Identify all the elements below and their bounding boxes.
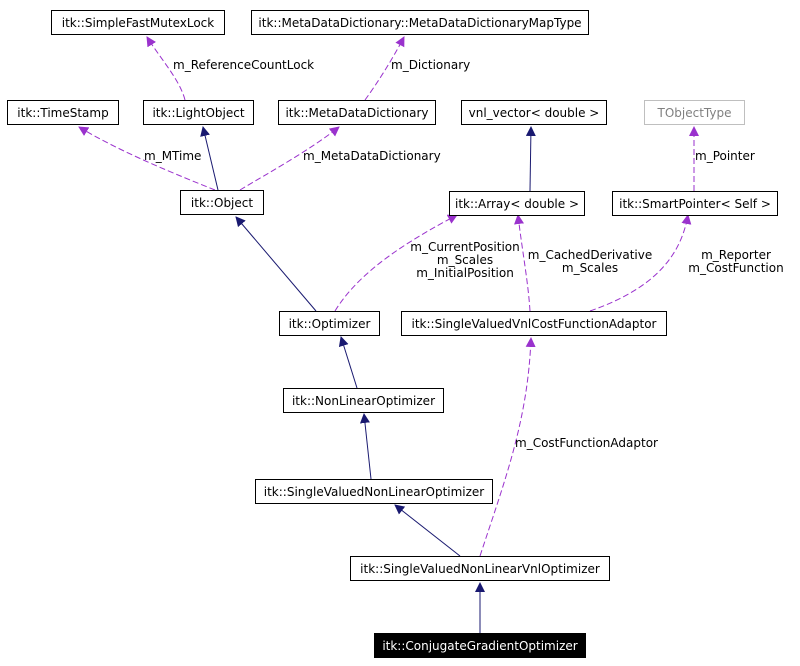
label-initial-position: m_InitialPosition [416,266,514,280]
edge-reporter [589,214,692,312]
node-meta-data-dictionary[interactable]: itk::MetaDataDictionary [278,100,436,125]
label-array-members-right: m_CachedDerivative m_Scales [526,249,654,275]
edge-mtime [78,126,216,191]
node-single-valued-vnl-cost-function-adaptor[interactable]: itk::SingleValuedVnlCostFunctionAdaptor [401,311,667,336]
edge-optimizer-object [235,216,317,312]
label-cost-function: m_CostFunction [688,261,784,275]
label-cost-function-adaptor: m_CostFunctionAdaptor [515,436,658,450]
label-array-members-left: m_CurrentPosition m_Scales m_InitialPosi… [410,241,520,280]
edge-reference-count-lock [146,36,186,101]
node-light-object[interactable]: itk::LightObject [143,100,254,125]
edge-singlevalued-nonlinear [359,413,372,480]
node-array[interactable]: itk::Array< double > [449,191,585,216]
node-simple-fast-mutex-lock[interactable]: itk::SimpleFastMutexLock [51,10,225,35]
node-vnl-vector[interactable]: vnl_vector< double > [461,100,607,125]
label-scales-right: m_Scales [561,261,619,275]
node-time-stamp[interactable]: itk::TimeStamp [7,100,119,125]
node-non-linear-optimizer[interactable]: itk::NonLinearOptimizer [283,388,444,413]
label-dictionary: m_Dictionary [391,58,471,72]
node-tobject-type: TObjectType [644,100,745,125]
node-meta-data-dictionary-map-type[interactable]: itk::MetaDataDictionary::MetaDataDiction… [251,10,589,35]
label-current-position: m_CurrentPosition [410,240,520,254]
edge-cost-function-adaptor [479,337,536,557]
node-single-valued-non-linear-vnl-optimizer[interactable]: itk::SingleValuedNonLinearVnlOptimizer [350,556,610,581]
node-smart-pointer[interactable]: itk::SmartPointer< Self > [612,191,778,216]
edge-array-vnlvector [525,126,536,192]
node-optimizer[interactable]: itk::Optimizer [279,311,380,336]
node-single-valued-non-linear-optimizer[interactable]: itk::SingleValuedNonLinearOptimizer [255,479,493,504]
node-conjugate-gradient-optimizer: itk::ConjugateGradientOptimizer [374,633,586,658]
node-object[interactable]: itk::Object [180,190,264,215]
edge-vnl-singlevalued [394,504,461,557]
label-reporter: m_Reporter [701,248,771,262]
label-meta-data-dictionary: m_MetaDataDictionary [303,149,441,163]
label-scales-left: m_Scales [436,253,494,267]
label-cached-derivative: m_CachedDerivative [527,248,653,262]
edge-current-position [334,214,458,312]
label-reference-count-lock: m_ReferenceCountLock [173,58,315,72]
label-mtime: m_MTime [144,149,202,163]
edge-meta-data-dictionary [239,126,340,191]
edge-cached-derivative [514,214,531,312]
edge-object-lightobject [200,126,219,191]
label-pointer: m_Pointer [695,149,755,163]
edge-dictionary [364,36,405,101]
edge-nonlinear-optimizer [338,336,358,389]
label-smart-pointer-members: m_Reporter m_CostFunction [684,249,788,275]
